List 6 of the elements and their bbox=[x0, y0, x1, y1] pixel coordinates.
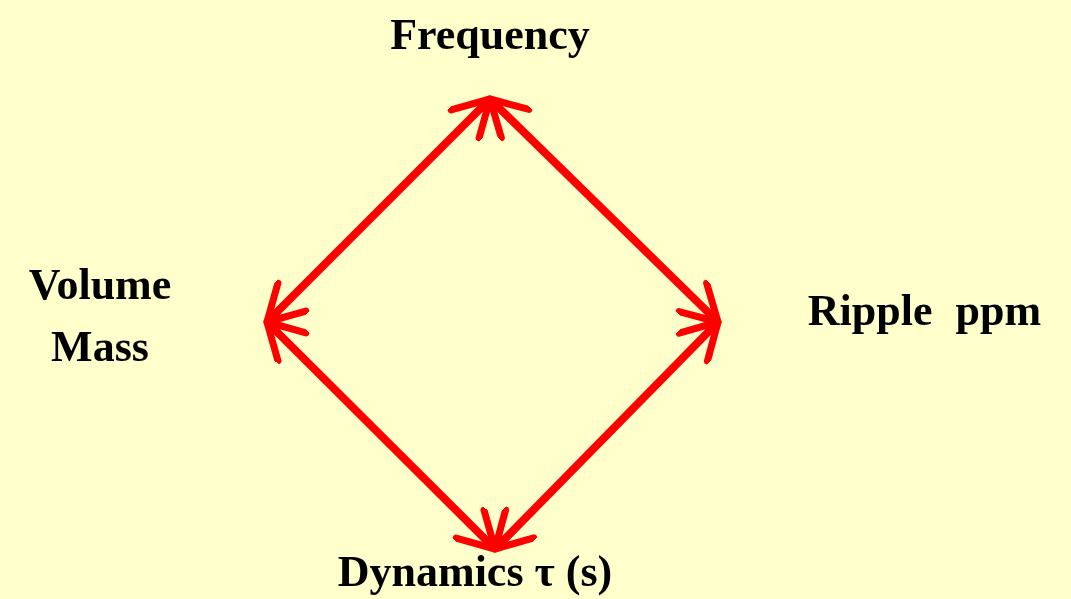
node-label: Ripple ppm bbox=[782, 286, 1067, 336]
node-label: Dynamics τ (s) bbox=[290, 548, 660, 596]
node-label: Frequency bbox=[370, 10, 610, 60]
double-headed-arrow bbox=[486, 95, 722, 326]
double-headed-arrow bbox=[491, 318, 722, 553]
node-label: Volume Mass bbox=[0, 254, 200, 378]
